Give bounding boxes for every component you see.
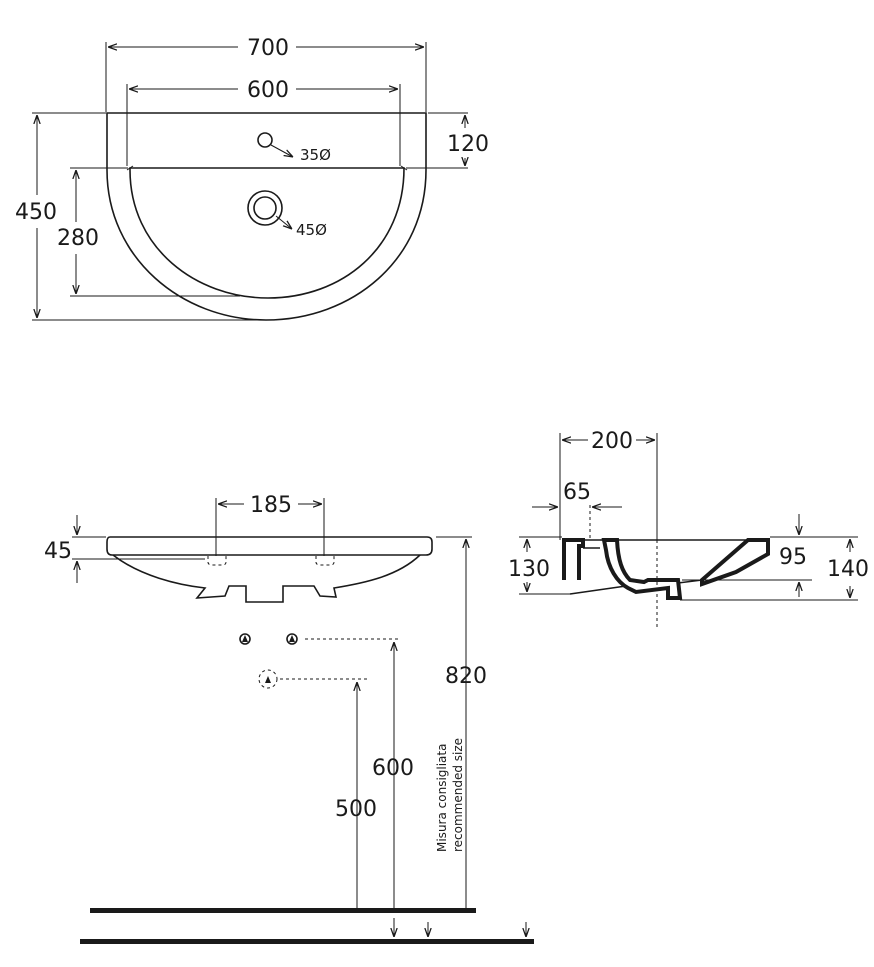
dim-waste-height: 500 [335, 797, 377, 822]
dim-wall-offset: 65 [563, 480, 591, 505]
side-front-rim-section [700, 538, 770, 587]
basin-outer-outline [106, 112, 427, 321]
drain-hole-outer [247, 190, 283, 226]
drain-hole-inner [253, 196, 277, 220]
side-back-wall-section [601, 538, 683, 600]
basin-bowl-outline [129, 167, 405, 299]
side-view: 200 65 130 95 140 [508, 429, 869, 627]
dim-total-height: 140 [827, 557, 869, 582]
dim-bowl-height: 95 [779, 545, 807, 570]
dim-bowl-depth: 280 [57, 226, 99, 251]
floor-line-lower [80, 939, 534, 944]
dim-wall-height: 130 [508, 557, 550, 582]
dim-tap-spacing: 185 [250, 493, 292, 518]
drain-hole-label: 45Ø [296, 221, 327, 239]
dim-overall-width: 700 [247, 36, 289, 61]
front-rim-outline [106, 536, 433, 556]
note-recommended-en: recommended size [451, 738, 465, 852]
front-tap-hole-left [207, 556, 227, 566]
dim-waste-offset: 200 [591, 429, 633, 454]
tap-hole [257, 132, 273, 148]
tap-hole-label: 35Ø [300, 146, 331, 164]
dim-supply-height: 600 [372, 756, 414, 781]
front-bowl-outline [112, 554, 421, 603]
top-view: 35Ø 45Ø 700 600 450 280 1 [15, 36, 489, 321]
supply-point-right [286, 633, 298, 645]
dim-inner-width: 600 [247, 78, 289, 103]
dim-overall-depth: 450 [15, 200, 57, 225]
side-back-rim-section [562, 538, 585, 580]
dim-deck-depth: 120 [447, 132, 489, 157]
supply-point-left [239, 633, 251, 645]
front-tap-hole-right [315, 556, 335, 566]
dim-rim-height: 820 [445, 664, 487, 689]
waste-point [258, 669, 278, 689]
note-recommended-it: Misura consigliata [435, 744, 449, 852]
floor-line-upper [90, 908, 476, 913]
front-view: 185 45 600 500 820 [44, 493, 534, 944]
dim-rim-thickness: 45 [44, 539, 72, 564]
